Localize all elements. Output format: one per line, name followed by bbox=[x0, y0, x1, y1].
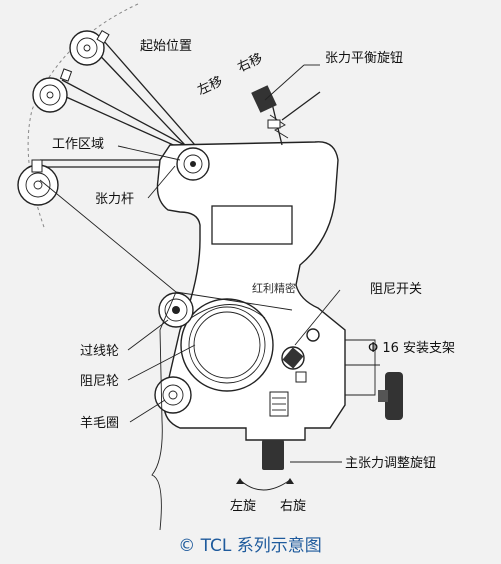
travel-arc bbox=[27, 3, 139, 231]
ghost-wheel-1 bbox=[69, 30, 105, 66]
felt-ring bbox=[154, 376, 192, 414]
start-position-rods bbox=[32, 29, 196, 149]
label-move-right: 右移 bbox=[235, 51, 265, 76]
scale-indicator bbox=[269, 391, 289, 417]
label-rotate-right: 右旋 bbox=[280, 499, 306, 514]
label-move-left: 左移 bbox=[195, 74, 225, 99]
label-main-tension-knob: 主张力调整旋钮 bbox=[345, 456, 436, 471]
label-felt-ring: 羊毛圈 bbox=[80, 415, 119, 431]
label-mount-bracket: Φ 16 安装支架 bbox=[368, 341, 455, 356]
damper-wheel-outer bbox=[180, 298, 274, 392]
leader-lines bbox=[117, 64, 342, 463]
diagram-caption: © TCL 系列示意图 bbox=[178, 536, 322, 556]
label-rotate-left: 左旋 bbox=[230, 499, 256, 514]
label-damper-wheel: 阻尼轮 bbox=[80, 374, 119, 389]
label-tension-rod: 张力杆 bbox=[95, 192, 134, 207]
label-damper-switch: 阻尼开关 bbox=[370, 282, 422, 297]
label-pass-wheel: 过线轮 bbox=[80, 344, 119, 359]
label-tension-balance-knob: 张力平衡旋钮 bbox=[325, 51, 403, 66]
ghost-wheel-2 bbox=[32, 77, 68, 113]
label-working-area: 工作区域 bbox=[52, 137, 104, 152]
body-window bbox=[211, 205, 293, 245]
label-start-position: 起始位置 bbox=[140, 39, 192, 54]
yarn-path bbox=[39, 179, 177, 531]
damper-switch bbox=[281, 328, 320, 383]
balance-knob bbox=[251, 85, 321, 146]
main-tension-knob bbox=[236, 440, 294, 491]
mount-bracket-knob bbox=[378, 372, 403, 420]
label-watermark: 红利精密 bbox=[252, 281, 296, 295]
